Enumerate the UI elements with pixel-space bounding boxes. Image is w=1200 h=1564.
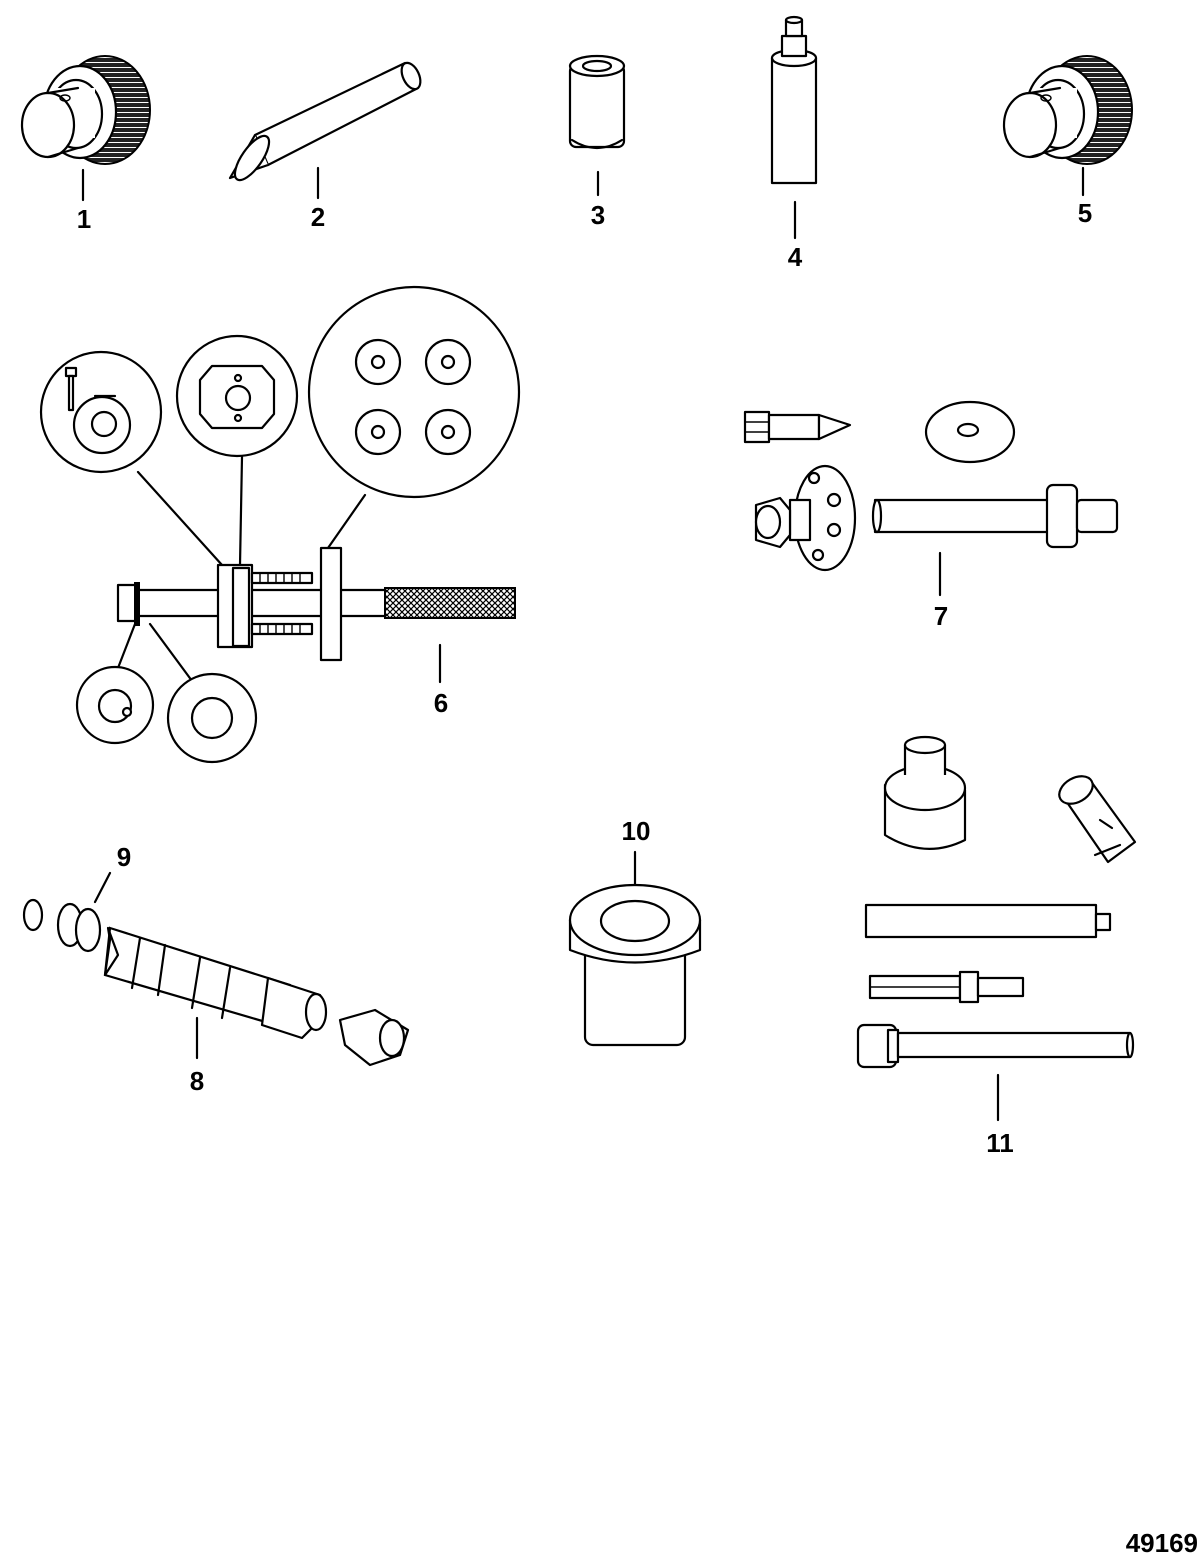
callout-9: 9 [117, 842, 131, 872]
part-2-tube [228, 61, 422, 182]
part-3-sleeve [568, 54, 626, 150]
part-10-bushing [568, 883, 702, 1047]
part-8-valve [103, 926, 410, 1067]
callout-6: 6 [434, 688, 448, 718]
figure-number: 49169 [1126, 1528, 1198, 1558]
callout-1: 1 [77, 204, 91, 234]
callout-10: 10 [622, 816, 651, 846]
part-4-post [770, 15, 818, 185]
callout-7: 7 [934, 601, 948, 631]
part-11-driver-set [856, 735, 1137, 1069]
part-7-driver-kit [743, 400, 1119, 572]
callout-2: 2 [311, 202, 325, 232]
callout-9-leader [93, 871, 112, 904]
callout-3: 3 [591, 200, 605, 230]
callout-5: 5 [1078, 198, 1092, 228]
part-5-knob [1002, 55, 1133, 165]
detail-circle-adapters [307, 285, 521, 499]
part-1-knob [20, 55, 151, 165]
callout-11: 11 [986, 1128, 1014, 1158]
part-6-puller-assembly [39, 285, 521, 764]
callout-4: 4 [788, 242, 803, 272]
part-9-o-rings [22, 898, 102, 953]
callout-8: 8 [190, 1066, 204, 1096]
